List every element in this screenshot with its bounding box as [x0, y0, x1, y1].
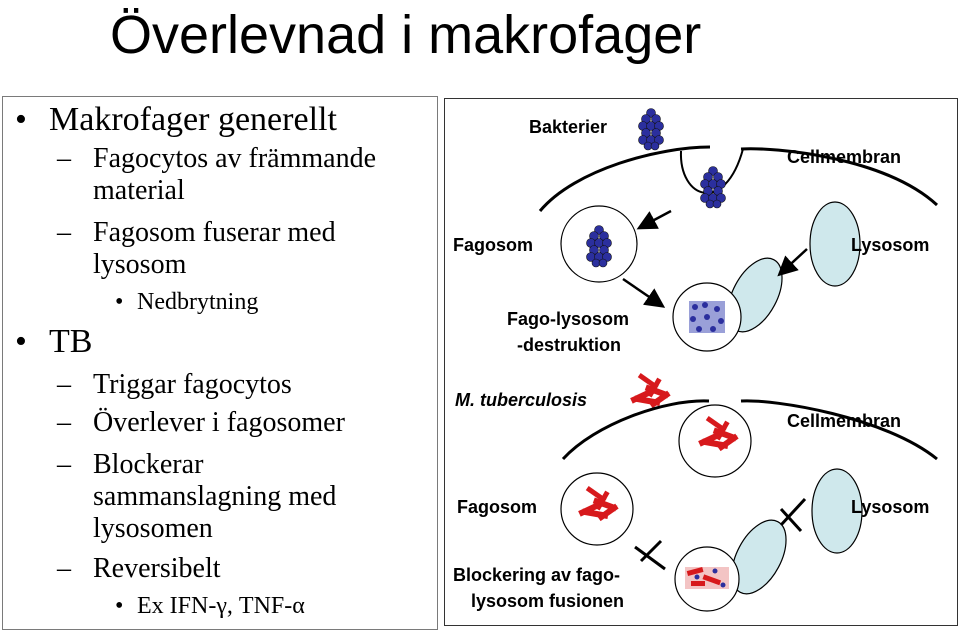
- dash-icon: –: [57, 407, 71, 438]
- label-fago-lysosom-2: -destruktion: [517, 335, 621, 355]
- mixed-mtb-icon: [685, 566, 729, 589]
- dash-icon: –: [57, 449, 71, 480]
- macrophage-figure: Bakterier Cellmembran Fagosom Lysosom Fa…: [444, 98, 958, 626]
- outline-item-triggar: Triggar fagocytos: [93, 369, 292, 400]
- free-bacteria-icon: [638, 108, 664, 151]
- arrow-fagosom-to-fagolysosom: [622, 277, 666, 308]
- block-icon-lysosome: [779, 497, 807, 533]
- bullet-icon: •: [115, 289, 124, 315]
- dash-icon: –: [57, 553, 71, 584]
- outline-item-fagocytos-2: material: [93, 175, 185, 206]
- arrow-engulf-to-fagosom: [636, 209, 672, 230]
- destroyed-bacteria-icon: [689, 301, 725, 333]
- label-blockering-1: Blockering av fago-: [453, 565, 620, 585]
- cell-membrane-bottom-left: [561, 399, 710, 461]
- free-mtb-icon: [630, 373, 671, 409]
- outline-item-blockerar-1: Blockerar: [93, 449, 204, 480]
- label-lysosom-top: Lysosom: [851, 235, 929, 255]
- label-fagosom-bottom: Fagosom: [457, 497, 537, 517]
- cell-membrane-top-right: [740, 147, 939, 207]
- dash-icon: –: [57, 217, 71, 248]
- label-fago-lysosom-1: Fago-lysosom: [507, 309, 629, 329]
- label-blockering-2: lysosom fusionen: [471, 591, 624, 611]
- cell-membrane-top-left: [538, 145, 711, 212]
- dash-icon: –: [57, 143, 71, 174]
- outline-item-nedbrytning: Nedbrytning: [137, 289, 259, 315]
- slide-title: Överlevnad i makrofager: [110, 5, 702, 65]
- outline-heading-makrofager: Makrofager generellt: [49, 101, 337, 138]
- outline-item-reversibelt: Reversibelt: [93, 553, 221, 584]
- label-m-tuberculosis: M. tuberculosis: [455, 390, 587, 410]
- macrophage-diagram: Bakterier Cellmembran Fagosom Lysosom Fa…: [453, 108, 939, 612]
- label-cellmembran-top: Cellmembran: [787, 147, 901, 167]
- outline-item-blockerar-3: lysosomen: [93, 513, 213, 544]
- label-lysosom-bottom: Lysosom: [851, 497, 929, 517]
- label-fagosom-top: Fagosom: [453, 235, 533, 255]
- outline-textbox: • Makrofager generellt – Fagocytos av fr…: [2, 96, 438, 630]
- lysosome-bottom-right: [811, 468, 863, 554]
- dash-icon: –: [57, 369, 71, 400]
- bullet-icon: •: [15, 323, 27, 360]
- lysosome-bottom-fusing: [731, 519, 787, 595]
- outline-item-fagosom-1: Fagosom fuserar med: [93, 217, 336, 248]
- outline-heading-tb: TB: [49, 323, 93, 360]
- lysosome-top-right: [809, 201, 861, 287]
- label-cellmembran-bottom: Cellmembran: [787, 411, 901, 431]
- arrow-lysosome-to-center: [777, 248, 808, 277]
- cell-membrane-bottom-right: [740, 399, 938, 461]
- outline-item-overlever: Överlever i fagosomer: [93, 407, 345, 438]
- outline-item-ex: Ex IFN-γ, TNF-α: [137, 593, 305, 619]
- outline-item-blockerar-2: sammanslagning med: [93, 481, 337, 512]
- engulfed-bacteria-icon: [700, 166, 726, 209]
- label-bakterier: Bakterier: [529, 117, 607, 137]
- bullet-icon: •: [115, 593, 124, 619]
- bullet-icon: •: [15, 101, 27, 138]
- block-icon-fagosom: [634, 539, 666, 571]
- outline-item-fagocytos-1: Fagocytos av främmande: [93, 143, 377, 174]
- outline-item-fagosom-2: lysosom: [93, 249, 187, 280]
